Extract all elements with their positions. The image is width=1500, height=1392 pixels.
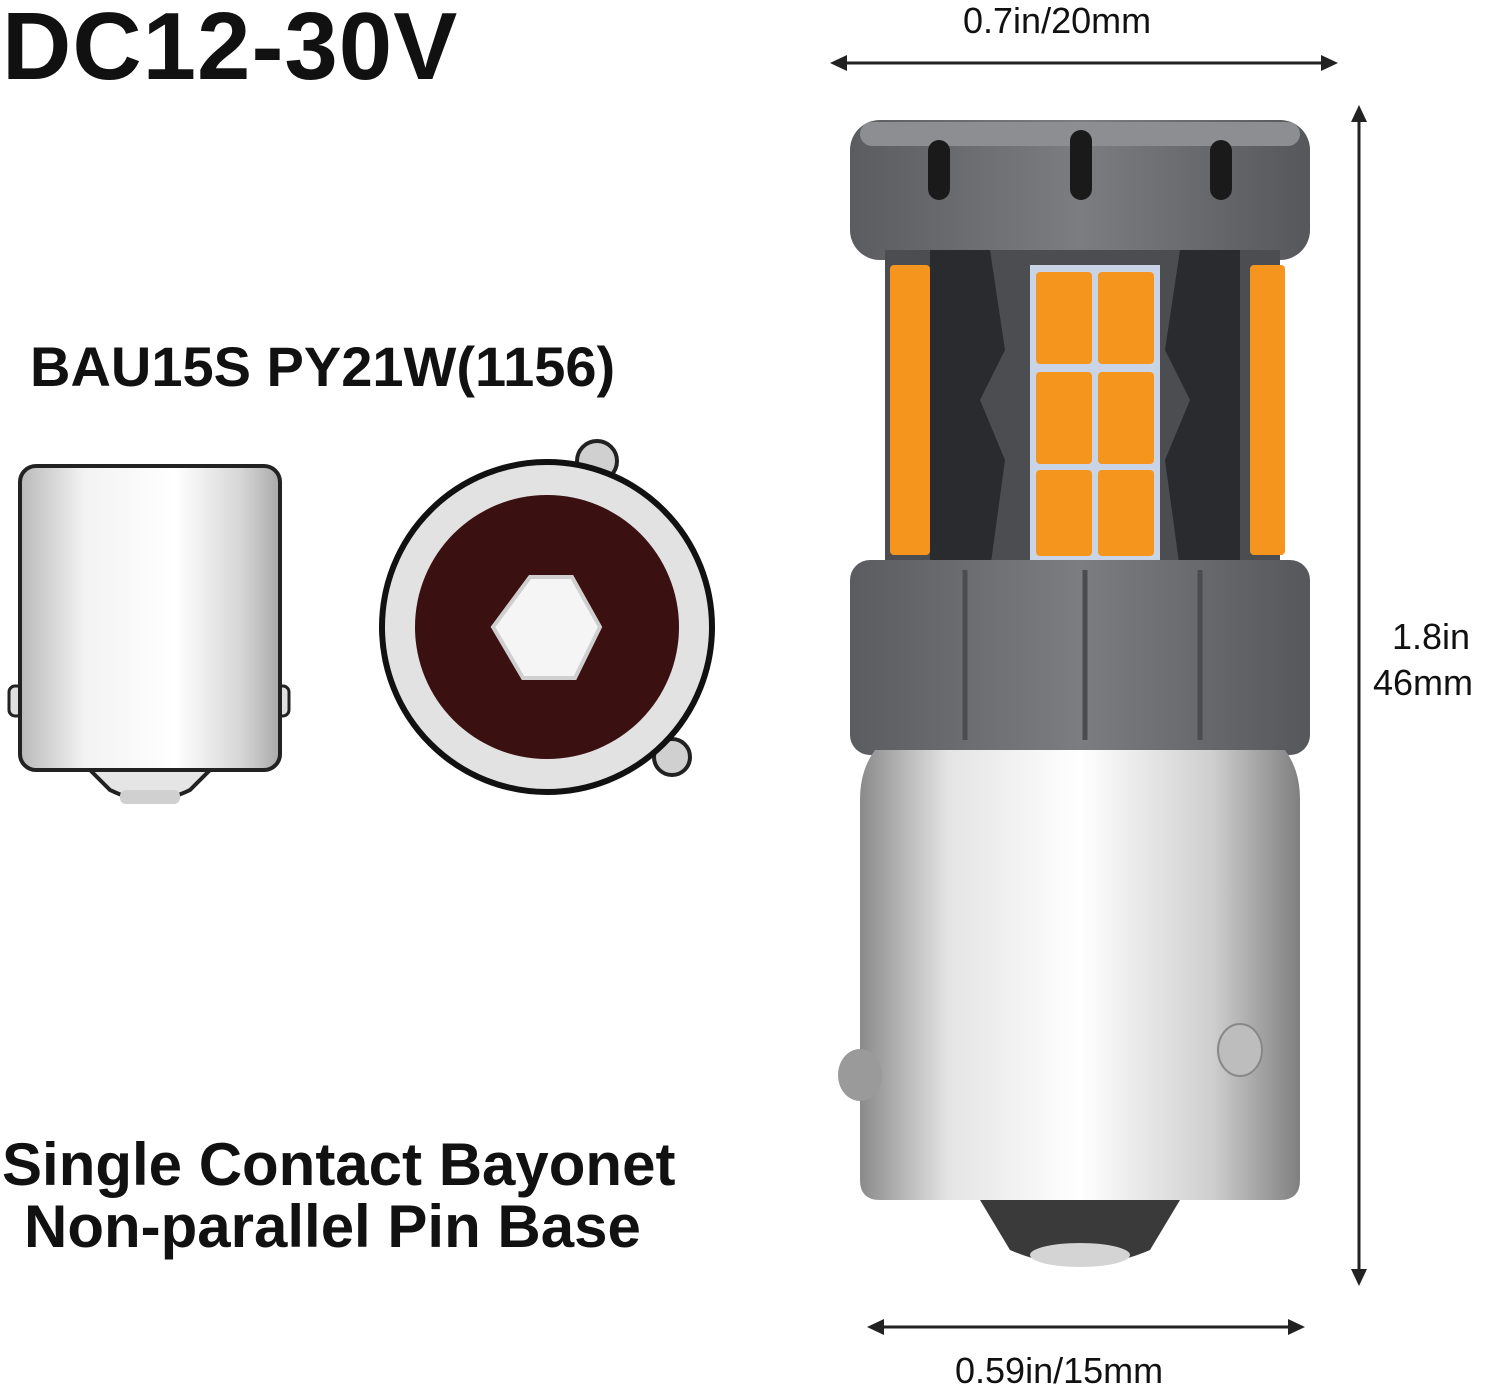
base-side-view-illustration [7, 464, 291, 804]
width-top-arrow [830, 55, 1338, 71]
base-bottom-view-illustration [379, 439, 715, 795]
base-description-line2: Non-parallel Pin Base [24, 1193, 641, 1260]
model-label: BAU15S PY21W(1156) [30, 335, 616, 398]
height-arrow [1351, 105, 1367, 1286]
base-description-line1: Single Contact Bayonet [2, 1131, 676, 1198]
height-inch-label: 1.8in [1392, 616, 1471, 657]
led-bulb-illustration [838, 120, 1310, 1267]
voltage-title: DC12-30V [2, 0, 459, 100]
width-top-dimension-label: 0.7in/20mm [963, 0, 1152, 41]
width-bottom-arrow [867, 1319, 1305, 1335]
height-mm-label: 46mm [1373, 662, 1474, 703]
width-bottom-dimension-label: 0.59in/15mm [955, 1350, 1164, 1391]
